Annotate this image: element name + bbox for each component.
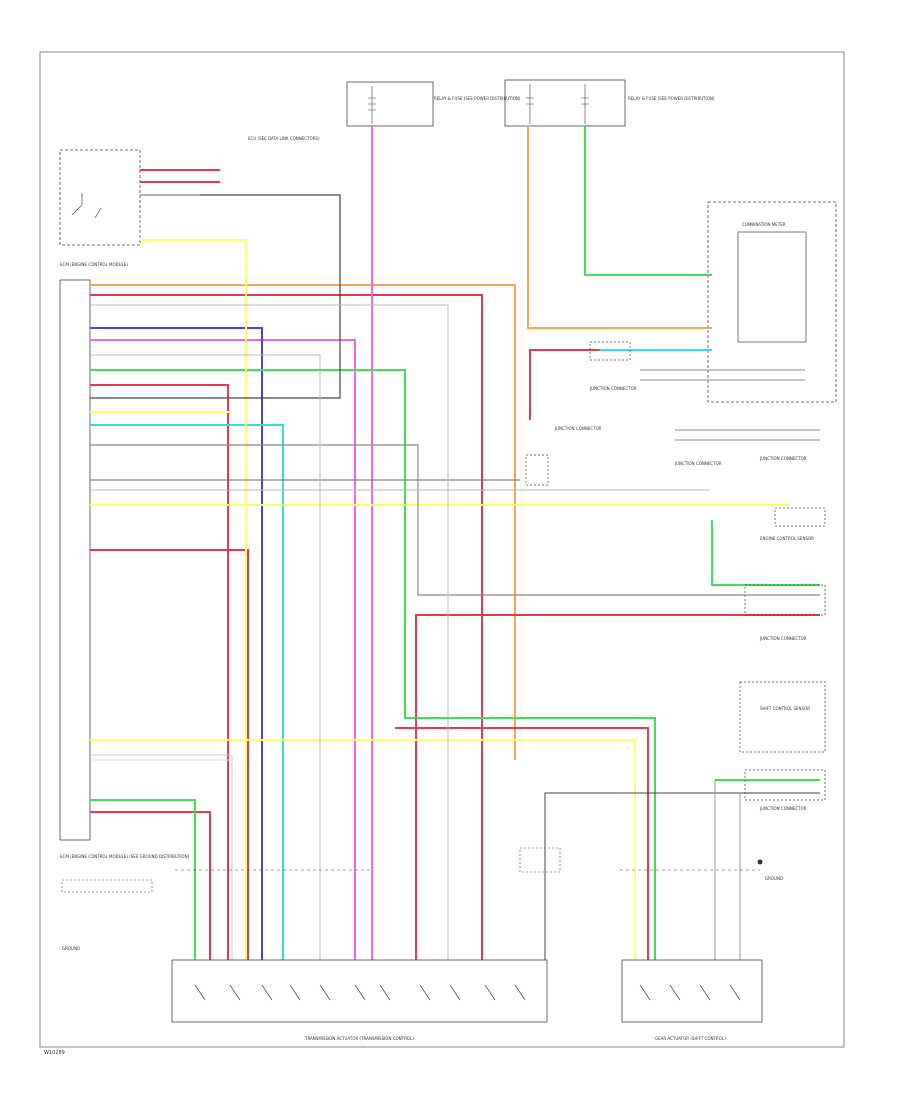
fuse-box-center-label: RELAY & FUSE (SEE POWER DISTRIBUTION) [434,96,521,101]
gear-actuator: GEAR ACTUATOR (SHIFT CONTROL) [621,959,763,1041]
wire-black-gear [544,792,820,960]
ground-bottom-right-label: GROUND [765,876,783,881]
junction-c-label: JUNCTION CONNECTOR [759,456,807,461]
combination-meter: COMBINATION METER [707,201,837,403]
gear-actuator-label: GEAR ACTUATOR (SHIFT CONTROL) [655,1036,726,1041]
wire-harness [90,125,820,960]
ecu-top-left: ECU (SEE DATA LINK CONNECTORS) [59,136,320,246]
wire-red-junction [529,349,600,420]
transmission-actuator: TRANSMISSION ACTUATOR (TRANSMISSION CONT… [171,959,548,1041]
junction-connector-mid: JUNCTION CONNECTOR JUNCTION CONNECTOR [525,341,637,486]
junction-e-label: JUNCTION CONNECTOR [759,806,807,811]
wire-gray-mid-a [90,354,321,960]
shift-sensor-label: SHIFT CONTROL SENSOR [760,706,810,711]
wire-gray-3 [90,304,449,960]
engine-sensor-label: ENGINE CONTROL SENSOR [760,536,814,541]
ground-bottom-left-label: GROUND [62,946,80,951]
transmission-actuator-label: TRANSMISSION ACTUATOR (TRANSMISSION CONT… [304,1036,414,1041]
wire-red-right [395,727,649,960]
wire-green-right [711,520,820,586]
ecm-lower-label: ECM (ENGINE CONTROL MODULE) (SEE GROUND … [60,854,190,859]
wire-gray-4 [90,754,233,960]
wire-red-4 [415,614,820,960]
junction-a-label: JUNCTION CONNECTOR [554,426,602,431]
wire-blue-1 [90,327,263,960]
wire-black-1 [90,194,341,399]
wire-pink-2 [90,339,356,960]
ecm-connector: ECM (ENGINE CONTROL MODULE) ECM (ENGINE … [59,262,190,859]
combination-meter-label: COMBINATION METER [742,222,786,227]
wire-yellow-1 [140,239,247,960]
ecu-top-left-label: ECU (SEE DATA LINK CONNECTORS) [248,136,320,141]
wire-green-1 [90,369,656,960]
junction-b-label: JUNCTION CONNECTOR [674,461,722,466]
wire-orange-1 [90,284,516,760]
lower-left-connector: GROUND [61,879,153,951]
right-junctions: JUNCTION CONNECTOR JUNCTION CONNECTOR EN… [674,456,826,811]
ecu-top-left-wires [140,169,220,196]
wire-red-3 [90,384,229,960]
fuse-box-right-label: RELAY & FUSE (SEE POWER DISTRIBUTION) [628,96,715,101]
junction-trans: GROUND [519,847,783,881]
wire-green-top [584,125,712,276]
junction-mid-label: JUNCTION CONNECTOR [589,386,637,391]
junction-d-label: JUNCTION CONNECTOR [759,636,807,641]
wire-orange-top [527,125,712,329]
footer-code: W10289 [44,1050,65,1056]
fuse-box-right-a: RELAY & FUSE (SEE POWER DISTRIBUTION) [504,79,715,127]
diagram-frame [39,51,845,1048]
fuse-box-center: RELAY & FUSE (SEE POWER DISTRIBUTION) [346,81,521,127]
wire-gray-1 [90,444,820,596]
wire-yellow-4 [90,739,636,960]
wire-red-2 [90,549,249,960]
ecm-label: ECM (ENGINE CONTROL MODULE) [60,262,128,267]
wire-red-lower [90,811,211,960]
wire-cyan-1 [90,424,284,960]
wire-green-lower [90,799,196,960]
wire-red-1 [90,294,483,960]
